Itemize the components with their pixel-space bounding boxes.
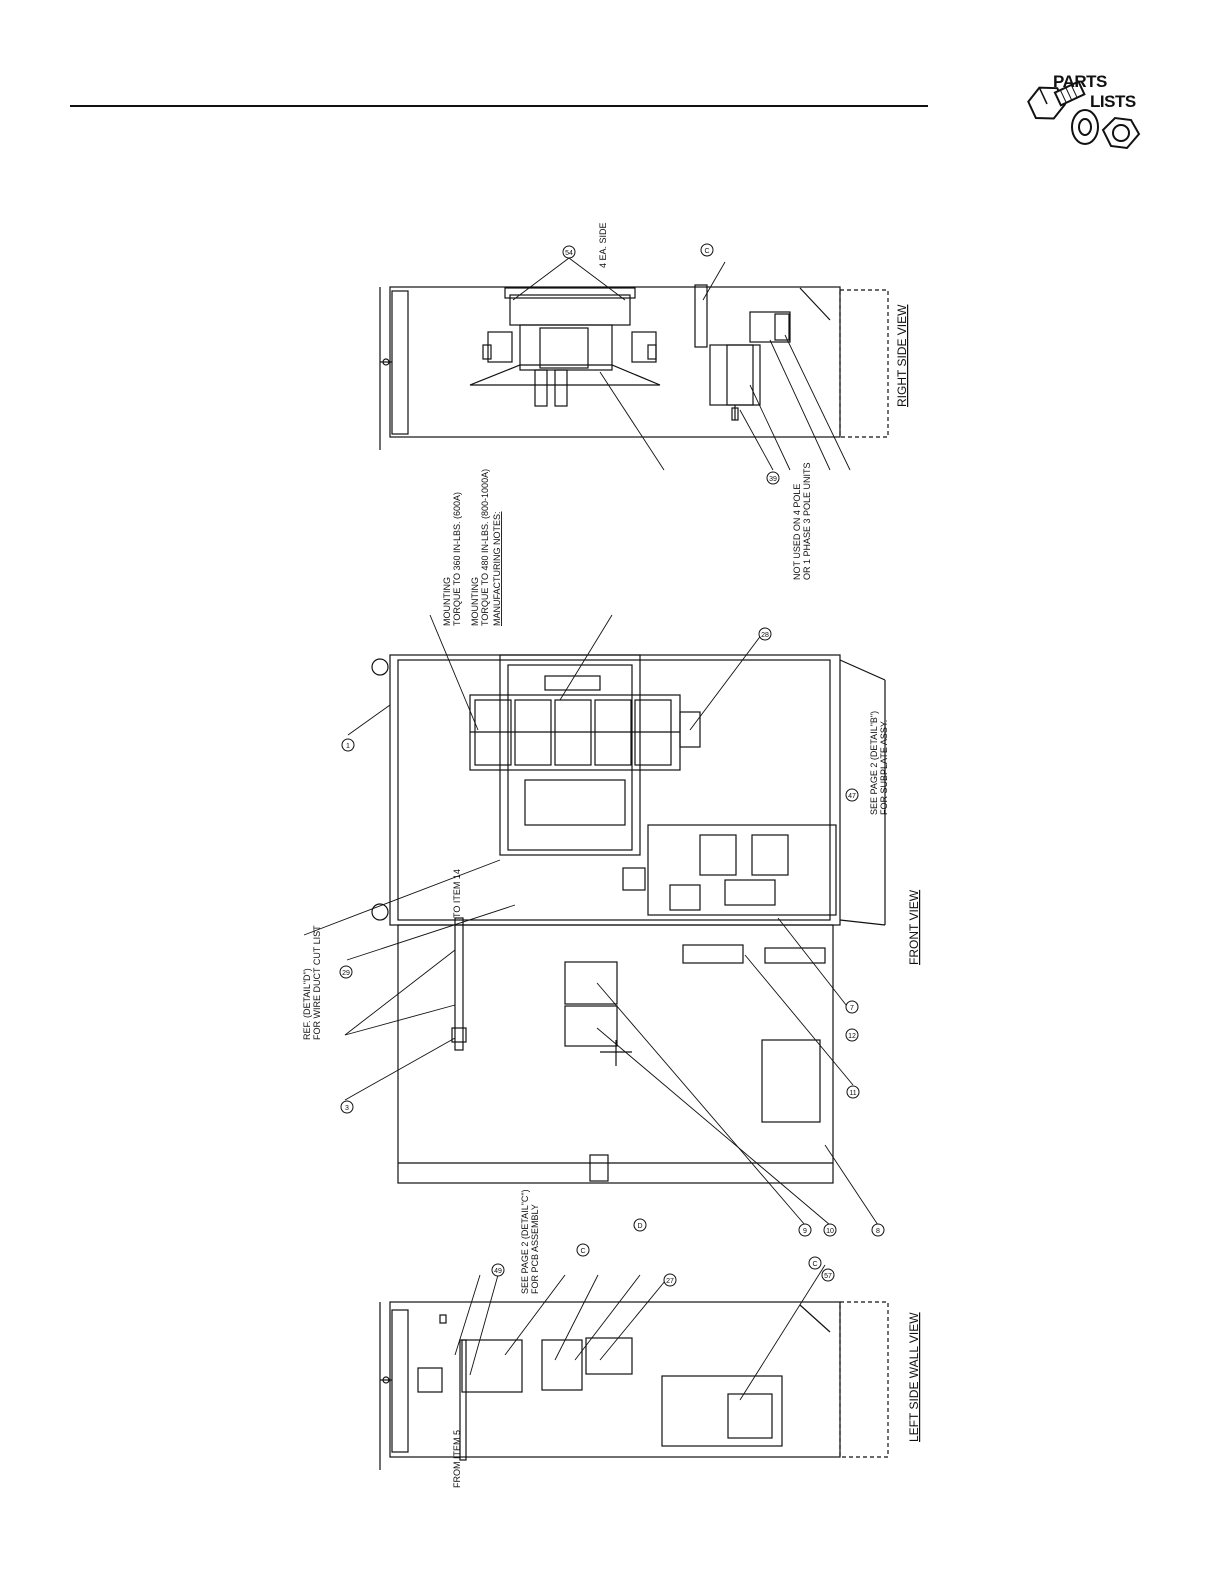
note-4-ea-side: 4 EA. SIDE	[598, 222, 608, 268]
svg-text:10: 10	[826, 1228, 834, 1235]
hardware-bolt-washer-nut-icon	[1027, 80, 1141, 150]
callout-54: 54	[562, 245, 576, 259]
callout-57: 57	[821, 1268, 835, 1282]
callout-12: 12	[845, 1028, 859, 1042]
callout-29: 29	[339, 965, 353, 979]
note-mounting-b: MOUNTING	[470, 577, 480, 626]
callout-c-right: C	[700, 243, 714, 257]
svg-text:29: 29	[342, 970, 350, 977]
right-side-view	[379, 284, 889, 450]
note-detail-d-2: FOR WIRE DUCT CUT LIST	[312, 925, 322, 1040]
note-detail-d-1: REF. (DETAIL"D")	[302, 968, 312, 1040]
svg-text:1: 1	[346, 743, 350, 750]
svg-text:7: 7	[850, 1005, 854, 1012]
note-mounting-a: MOUNTING	[442, 577, 452, 626]
svg-text:27: 27	[666, 1278, 674, 1285]
callout-8: 8	[871, 1223, 885, 1237]
callout-39: 39	[766, 471, 780, 485]
callout-11: 11	[846, 1085, 860, 1099]
note-detail-b-2: FOR SUBPLATE ASSY.	[879, 720, 889, 815]
note-not-used-1: NOT USED ON 4 POLE	[792, 484, 802, 580]
view-titles: RIGHT SIDE VIEW FRONT VIEW LEFT SIDE WAL…	[895, 304, 921, 1442]
leader-lines	[303, 257, 879, 1401]
note-detail-c-2: FOR PCB ASSEMBLY	[530, 1204, 540, 1294]
svg-text:28: 28	[761, 632, 769, 639]
callout-28: 28	[758, 627, 772, 641]
callout-49: 49	[491, 1263, 505, 1277]
title-right-side-view: RIGHT SIDE VIEW	[895, 304, 909, 407]
svg-text:47: 47	[848, 793, 856, 800]
svg-text:3: 3	[345, 1105, 349, 1112]
header-rule	[70, 105, 928, 107]
note-manufacturing: MANUFACTURING NOTES:	[492, 511, 502, 626]
svg-text:49: 49	[494, 1268, 502, 1275]
svg-text:8: 8	[876, 1228, 880, 1235]
title-left-side-wall-view: LEFT SIDE WALL VIEW	[907, 1312, 921, 1442]
callout-c-left: C	[576, 1243, 590, 1257]
callout-c-57: C	[808, 1256, 822, 1270]
logo-word-parts: PARTS	[1053, 72, 1107, 91]
rotated-notes: 4 EA. SIDE MOUNTING TORQUE TO 360 IN-LBS…	[302, 222, 889, 1488]
svg-text:12: 12	[848, 1033, 856, 1040]
note-detail-b-1: SEE PAGE 2 (DETAIL"B")	[869, 711, 879, 815]
svg-text:C: C	[704, 248, 709, 255]
svg-text:11: 11	[849, 1090, 856, 1097]
svg-text:C: C	[812, 1261, 817, 1268]
svg-text:57: 57	[824, 1273, 832, 1280]
svg-text:C: C	[580, 1248, 585, 1255]
left-side-wall-view	[379, 1301, 889, 1470]
note-from-item: FROM ITEM 5	[452, 1430, 462, 1488]
svg-text:D: D	[637, 1223, 642, 1230]
callout-47: 47	[845, 788, 859, 802]
note-torque-600: TORQUE TO 360 IN-LBS. (600A)	[452, 492, 462, 626]
front-view	[371, 654, 886, 1184]
svg-text:54: 54	[565, 250, 573, 257]
note-to-item: TO ITEM 14	[452, 869, 462, 918]
note-not-used-2: OR 1 PHASE 3 POLE UNITS	[802, 462, 812, 580]
callout-1: 1	[341, 738, 355, 752]
logo-word-lists: LISTS	[1090, 92, 1136, 111]
note-detail-c-1: SEE PAGE 2 (DETAIL"C")	[520, 1189, 530, 1294]
callout-3: 3	[340, 1100, 354, 1114]
title-front-view: FRONT VIEW	[907, 889, 921, 965]
callout-10: 10	[823, 1223, 837, 1237]
parts-lists-logo: PARTS LISTS	[1015, 72, 1175, 172]
callout-9: 9	[798, 1223, 812, 1237]
note-torque-800: TORQUE TO 480 IN-LBS. (800-1000A)	[480, 469, 490, 626]
callout-27: 27	[663, 1273, 677, 1287]
callout-7: 7	[845, 1000, 859, 1014]
svg-text:39: 39	[769, 476, 777, 483]
callout-bubbles: 54 C 39 28 1 29 3 47 7 12 11 9 10 8 49 C…	[339, 243, 885, 1287]
callout-d: D	[633, 1218, 647, 1232]
svg-text:9: 9	[803, 1228, 807, 1235]
